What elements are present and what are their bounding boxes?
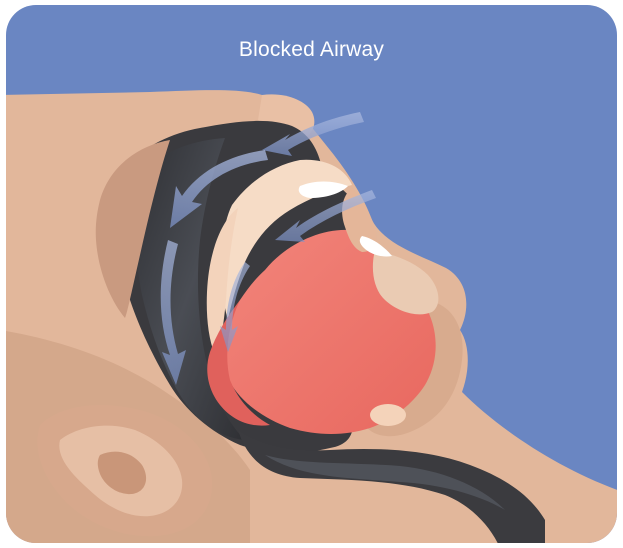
hyoid-bone <box>370 404 406 426</box>
diagram-title: Blocked Airway <box>0 38 623 62</box>
